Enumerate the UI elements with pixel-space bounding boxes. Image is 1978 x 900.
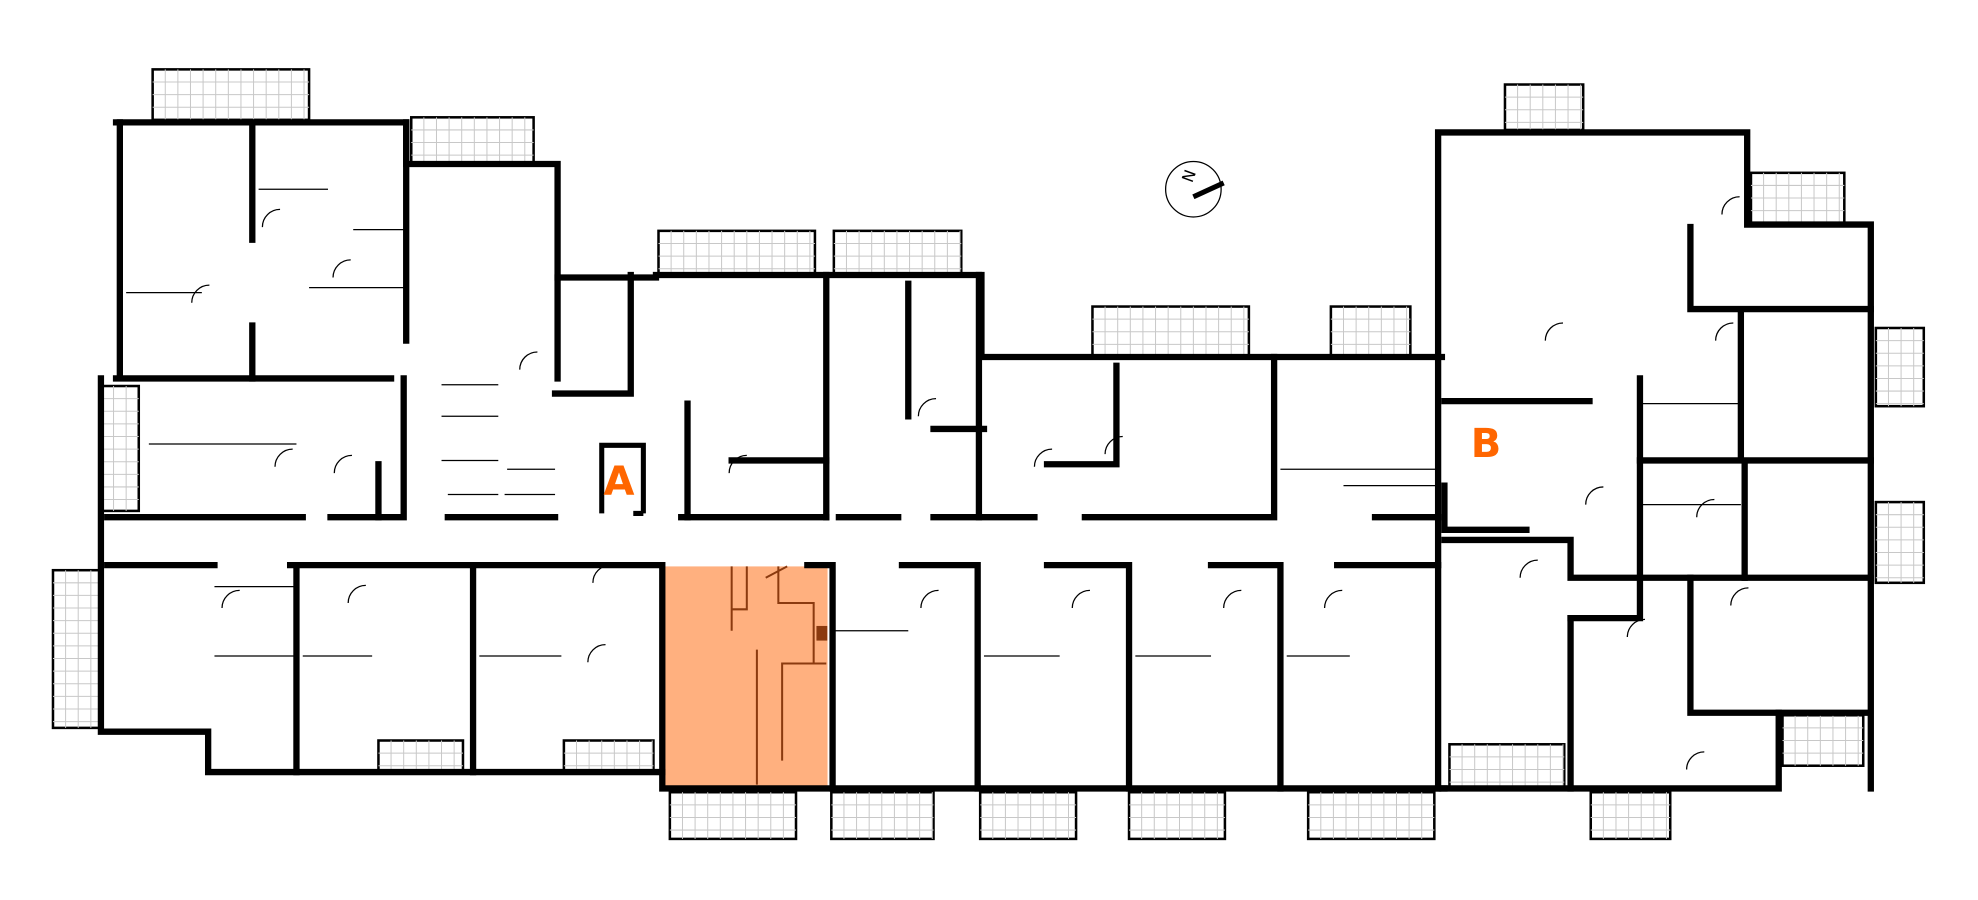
balcony [657, 229, 817, 277]
balcony [1448, 743, 1566, 790]
door-swing [519, 351, 538, 370]
balcony [1749, 171, 1846, 226]
door-swing [1730, 587, 1749, 606]
balcony [1781, 714, 1865, 767]
balconies [51, 68, 1926, 841]
door-swing [587, 643, 606, 663]
door-swing [728, 454, 747, 474]
balcony [1874, 326, 1926, 408]
interior-partitions [126, 188, 1749, 770]
walls [97, 119, 1874, 792]
balcony [1091, 305, 1251, 359]
balcony [978, 790, 1078, 841]
door-swing [1071, 589, 1090, 609]
door-swing [1585, 486, 1604, 505]
wall [403, 119, 983, 521]
door-swing [347, 584, 366, 604]
door-swing [1033, 448, 1053, 467]
door-swing [191, 284, 210, 303]
door-swing [1721, 196, 1740, 215]
balcony [1503, 83, 1585, 132]
partition [441, 384, 556, 496]
wall [104, 353, 1442, 521]
door-swing [1715, 322, 1734, 341]
door-swing [1544, 322, 1564, 341]
compass-needle [1192, 180, 1225, 200]
door-swing [1696, 498, 1715, 518]
door-swing [1685, 751, 1705, 770]
door-swing [592, 564, 611, 583]
balcony [1589, 790, 1672, 841]
partition [126, 188, 562, 657]
balcony [51, 568, 103, 730]
door-swing [917, 398, 937, 417]
balcony [1127, 790, 1227, 841]
balcony [1306, 790, 1436, 841]
wall [1441, 223, 1874, 716]
door-swing [274, 448, 293, 467]
door-swing [1519, 559, 1538, 578]
compass [1164, 160, 1225, 218]
stairwell-b-label: B [1470, 421, 1502, 467]
wall [104, 561, 1442, 792]
door-swing [1104, 435, 1123, 455]
balcony [151, 68, 311, 122]
stairwell-a-label: A [603, 459, 635, 505]
wall [293, 375, 1874, 776]
balcony [832, 229, 963, 277]
balcony [99, 384, 141, 513]
door-swing [332, 259, 351, 278]
balcony [1329, 305, 1412, 359]
balcony [1874, 500, 1926, 585]
partition [835, 403, 1741, 657]
balcony [562, 739, 655, 774]
balcony [830, 790, 935, 841]
door-swing [221, 589, 240, 609]
wall [1434, 129, 1874, 792]
door-swing [1223, 589, 1242, 609]
balcony [668, 790, 798, 841]
balcony [409, 116, 535, 166]
door-swing [261, 208, 281, 228]
highlighted-apartment-walls [730, 565, 828, 785]
door-swing [333, 454, 352, 474]
door-swing [920, 589, 939, 609]
door-swing [1626, 618, 1646, 638]
door-swing [1323, 589, 1343, 609]
balcony [377, 739, 465, 774]
wall [249, 119, 1120, 521]
stairwell-a-frame [599, 442, 646, 516]
